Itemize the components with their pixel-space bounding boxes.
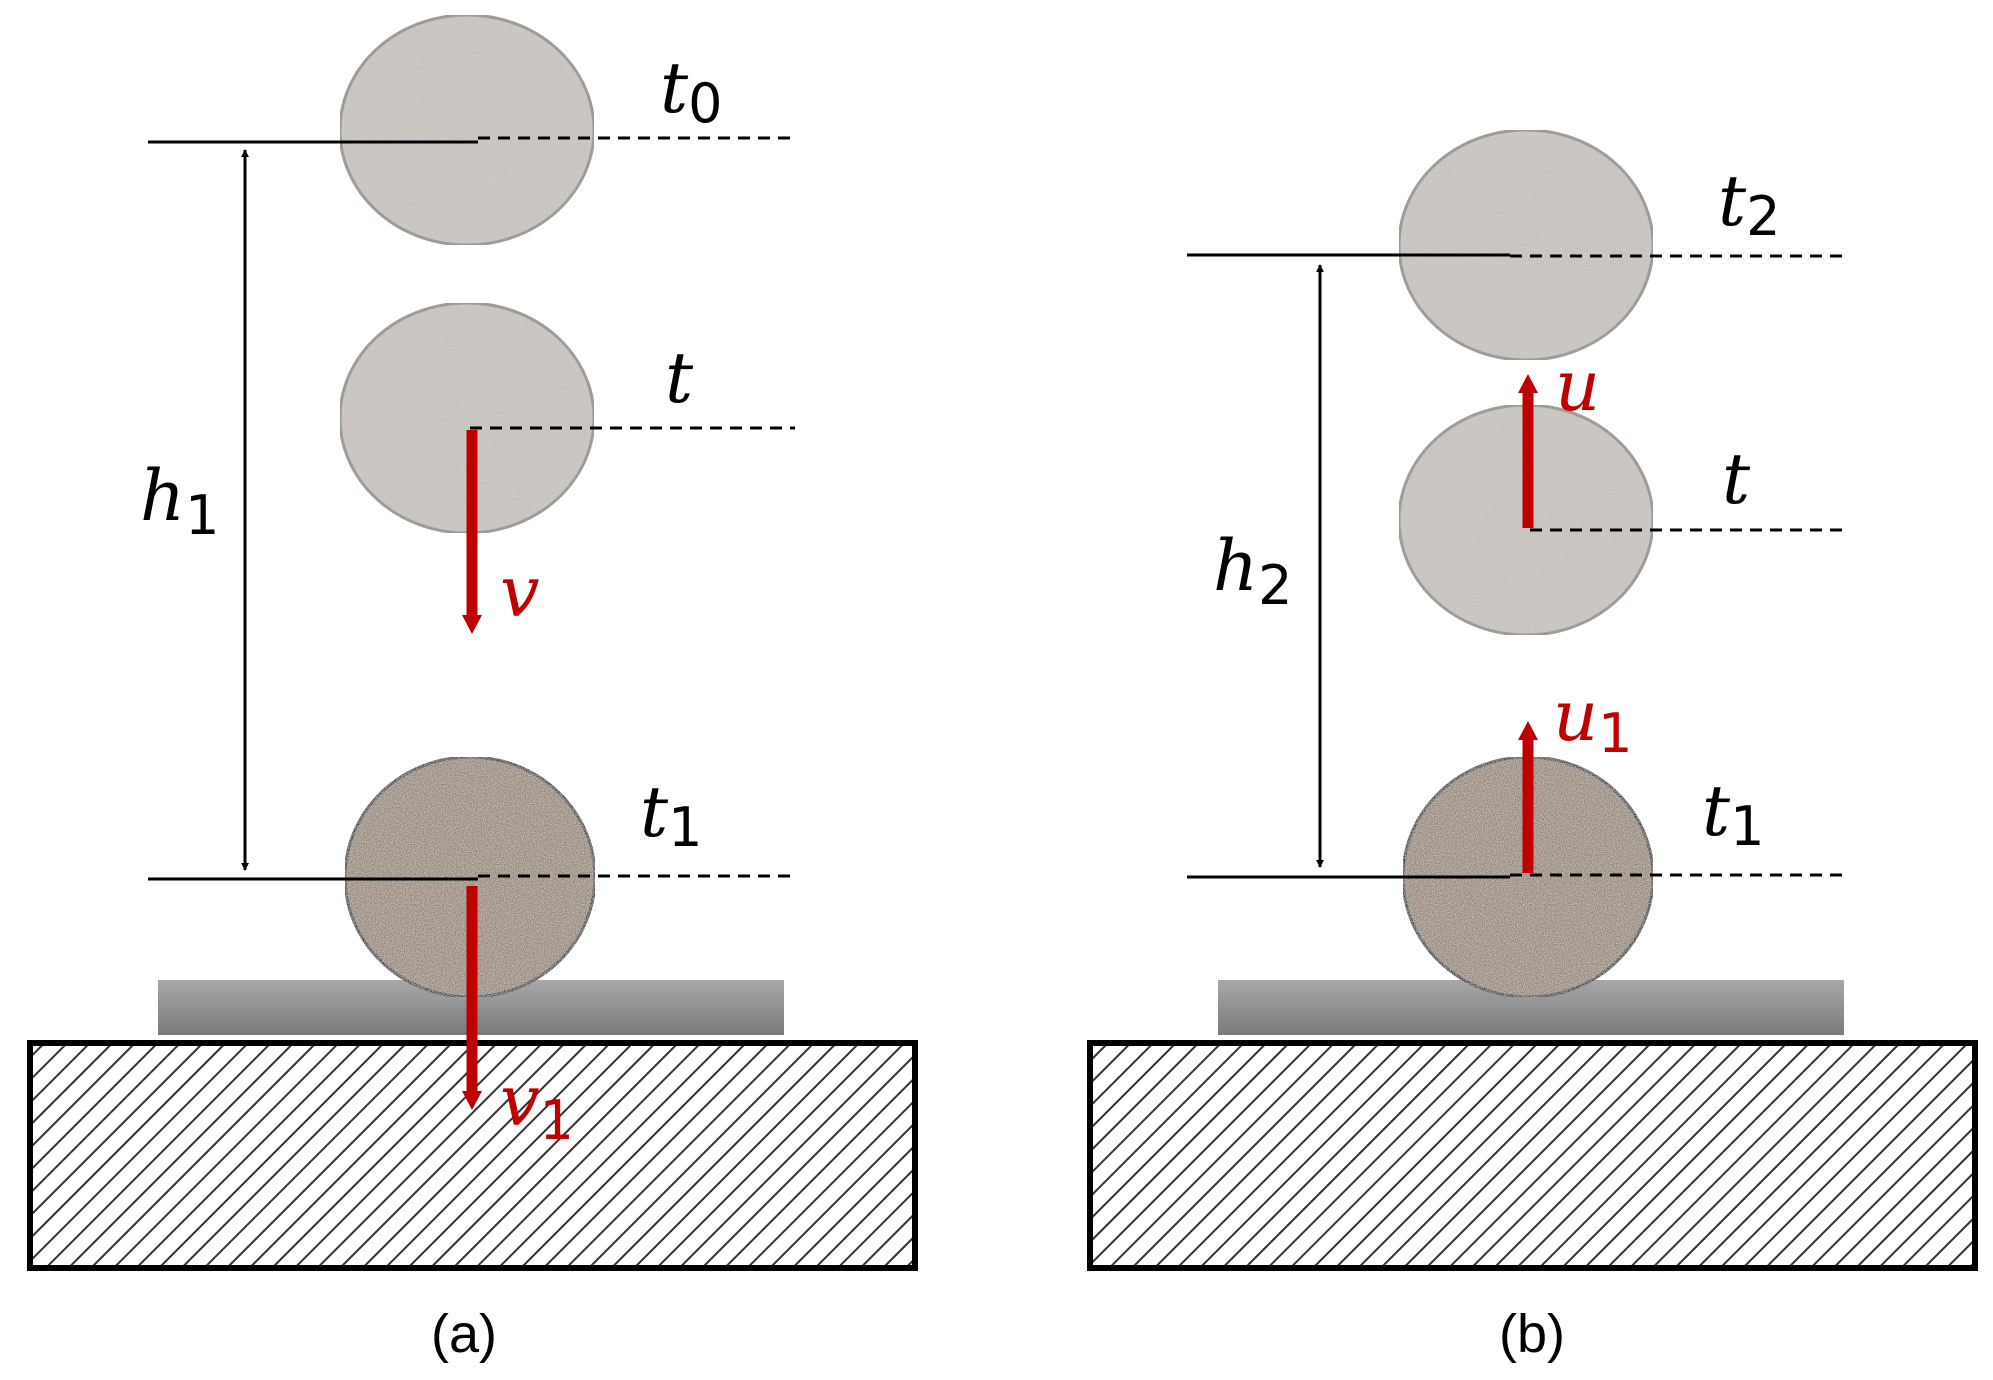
caption-a: (a) (431, 1304, 497, 1364)
velocity-label-b-bottom: u1 (1553, 675, 1632, 765)
time-label-b-bottom: t1 (1702, 770, 1765, 858)
time-label-a-mid: t (665, 337, 694, 419)
time-label-a-top: t0 (660, 47, 723, 135)
panel-b: t2 t t1 h2 u u1 (b) (1087, 128, 1978, 1364)
velocity-label-a-mid: v (500, 551, 540, 633)
velocity-arrowhead-b-bottom (1518, 721, 1538, 740)
base-block-b (1087, 1040, 1978, 1271)
sphere-b-t2 (1397, 128, 1655, 362)
time-label-b-top: t2 (1718, 160, 1781, 248)
velocity-arrowhead-b-mid (1518, 374, 1538, 393)
velocity-arrowhead-a-mid (462, 615, 482, 634)
velocity-label-b-mid: u (1555, 345, 1600, 427)
height-label-a: h1 (140, 455, 219, 547)
time-label-a-bottom: t1 (640, 771, 703, 859)
time-label-b-mid: t (1722, 438, 1751, 520)
velocity-arrowhead-a-bottom (462, 1091, 482, 1110)
velocity-label-a-bottom: v1 (500, 1060, 574, 1152)
caption-b: (b) (1499, 1304, 1565, 1364)
sphere-a-t0 (338, 13, 596, 247)
panel-a: t0 t t1 h1 v v1 (a) (27, 13, 918, 1364)
height-label-b: h2 (1213, 525, 1292, 617)
